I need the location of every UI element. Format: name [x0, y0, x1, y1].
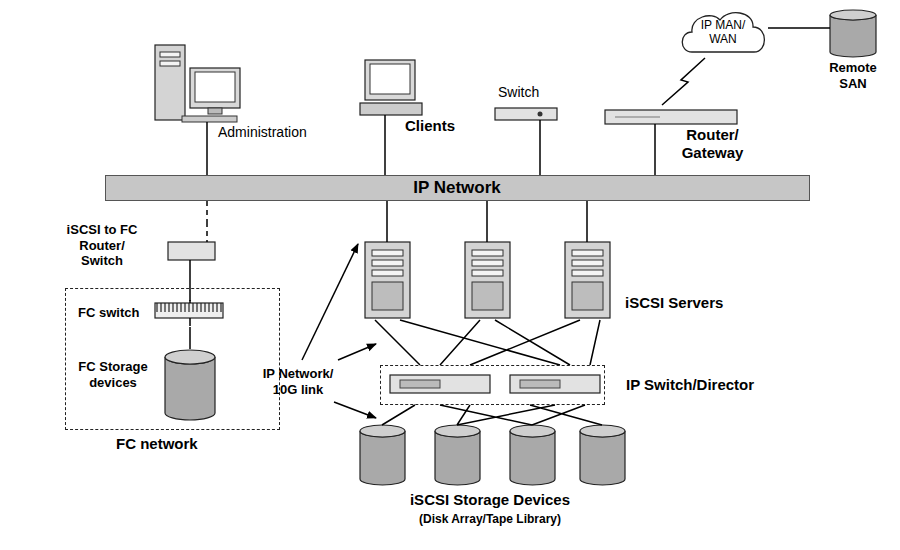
- wireless-link: [662, 58, 705, 105]
- storage-group: iSCSI Storage Devices (Disk Array/Tape Li…: [345, 425, 639, 537]
- network-band: IP Network: [105, 175, 810, 201]
- wan-cloud: IP MAN/ WAN: [678, 8, 768, 58]
- illustration-part: [155, 45, 185, 120]
- network-link: [384, 145, 386, 175]
- illustration-part: [510, 375, 600, 393]
- illustration-part: [189, 318, 191, 326]
- illustration-part: [334, 402, 376, 418]
- node-label: Clients: [405, 117, 455, 135]
- illustration-part: [370, 64, 410, 94]
- illustration-part: [365, 242, 410, 318]
- illustration-part: [465, 242, 510, 318]
- network-link: [768, 27, 818, 29]
- illustration-part: [495, 108, 557, 120]
- network-region: FC networkFC switchFC Storage devices: [65, 288, 280, 430]
- illustration-part: [208, 108, 222, 114]
- illustration-part: [654, 124, 656, 165]
- illustration-part: [165, 350, 215, 364]
- illustration-part: [160, 61, 180, 66]
- illustration-part: [360, 103, 422, 115]
- illustration-part: [384, 115, 386, 145]
- node-label: iSCSI Storage Devices: [345, 491, 635, 509]
- illustration-part: [435, 425, 480, 485]
- network-link: [206, 145, 208, 175]
- illustration-part: [190, 68, 240, 108]
- illustration-part: [510, 425, 555, 485]
- illustration-part: [818, 27, 830, 29]
- network-link: [375, 320, 600, 365]
- node-label: FC Storage devices: [74, 359, 152, 390]
- illustration-part: [615, 117, 660, 118]
- illustration-part: [168, 242, 215, 260]
- illustration-part: [365, 60, 415, 100]
- node-label: IP Network: [106, 178, 808, 198]
- illustration-part: [195, 72, 235, 102]
- node-label: Remote SAN: [818, 60, 888, 91]
- network-link: [189, 327, 191, 349]
- illustration-part: [830, 10, 876, 20]
- illustration-part: [155, 303, 223, 318]
- illustration-part: [189, 260, 191, 272]
- node-label: iSCSI to FC Router/ Switch: [66, 222, 138, 269]
- network-link: [206, 201, 208, 222]
- illustration-part: [182, 116, 237, 122]
- illustration-part: [539, 120, 541, 145]
- network-link: [387, 201, 587, 242]
- illustration-part: [400, 380, 440, 388]
- cloud-outline: [682, 13, 764, 52]
- illustration-part: [538, 112, 543, 117]
- node-label: Administration: [218, 124, 307, 141]
- computer-node: Administration: [150, 40, 330, 145]
- illustration-part: [206, 122, 208, 145]
- node-label: IP Switch/Director: [626, 376, 754, 394]
- node-label: Switch: [498, 84, 539, 101]
- illustration-part: [160, 52, 180, 57]
- illustration-part: [565, 242, 610, 318]
- switch-node: FC switch: [74, 301, 274, 327]
- illustration-part: [605, 110, 737, 124]
- node-label: iSCSI Servers: [625, 294, 723, 312]
- node-label: FC network: [116, 435, 198, 453]
- node-label: FC switch: [78, 305, 139, 321]
- illustration-part: [390, 375, 490, 393]
- router-node: Router/ Gateway: [600, 105, 754, 165]
- storage-node: FC Storage devices: [74, 349, 264, 424]
- illustration-part: [302, 244, 358, 360]
- network-link: [189, 272, 191, 301]
- illustration-part: [520, 380, 560, 388]
- network-link: [539, 145, 541, 175]
- illustration-part: [360, 425, 405, 485]
- illustration-part: [338, 344, 376, 360]
- callout-label: IP Network/ 10G link: [256, 366, 340, 397]
- switch-group: IP Switch/Director: [380, 365, 605, 405]
- illustration-part: [830, 15, 876, 57]
- illustration-part: [580, 425, 625, 485]
- switch-node: Switch: [490, 82, 565, 145]
- network-link: [654, 165, 656, 175]
- server-group: iSCSI Servers: [360, 242, 770, 320]
- illustration-part: [206, 222, 208, 242]
- router-node: iSCSI to FC Router/ Switch: [62, 222, 222, 272]
- network-link: [382, 405, 602, 425]
- node-sublabel: (Disk Array/Tape Library): [345, 512, 635, 526]
- illustration-part: [165, 357, 215, 420]
- node-label: Router/ Gateway: [675, 126, 750, 162]
- node-label: IP MAN/ WAN: [692, 18, 754, 47]
- computer-node: Clients: [355, 55, 480, 145]
- storage-cylinder: Remote SAN: [818, 8, 892, 92]
